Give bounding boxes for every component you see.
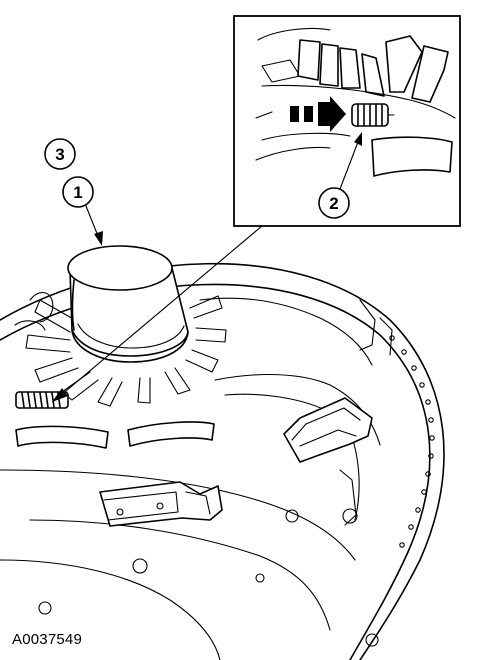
callout-1: 1	[62, 176, 103, 246]
diaphragm-spring-fingers	[25, 279, 227, 407]
callout-2-label: 2	[329, 194, 338, 213]
plate-bolt-holes	[38, 508, 379, 647]
release-bearing-cylinder	[67, 245, 189, 363]
inset-leader-line	[52, 225, 263, 402]
callout-2: 2	[318, 132, 362, 219]
inset-detail-box	[233, 15, 461, 227]
cover-stamping-contours	[0, 291, 393, 660]
callout-3: 3	[44, 138, 76, 170]
inset-spring-fingers	[255, 27, 456, 177]
callout-3-label: 3	[55, 145, 64, 164]
rim-holes	[389, 335, 435, 548]
retention-spring-installed	[15, 391, 69, 409]
retention-spring-detail	[351, 103, 395, 127]
drive-lug-upper-right	[283, 397, 373, 463]
figure-id: A0037549	[12, 631, 83, 648]
callout-1-label: 1	[73, 183, 82, 202]
drive-lug-lower-left	[99, 481, 223, 527]
install-direction-arrow	[290, 96, 346, 132]
pressure-plate-outer-rim	[0, 262, 445, 660]
plate-slots	[15, 421, 215, 449]
